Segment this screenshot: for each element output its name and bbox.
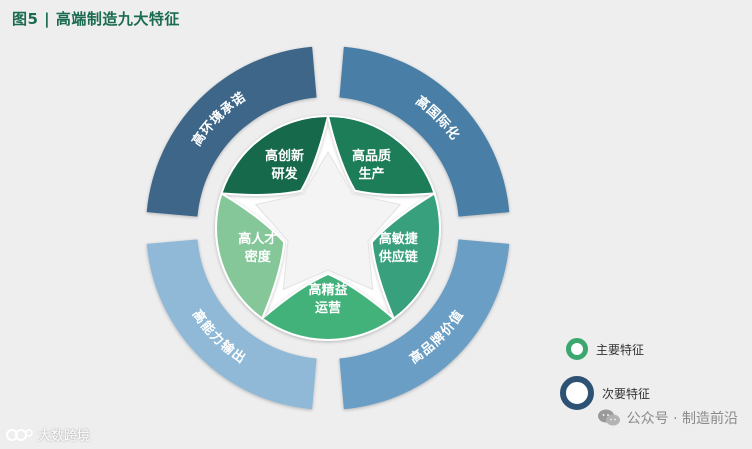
star-label-2-line1: 高品质: [352, 148, 391, 164]
star-label-1-line1: 高创新: [265, 148, 304, 164]
star-segment-2: [326, 114, 436, 196]
ring-segment-3: [339, 239, 510, 410]
star-label-5-line2: 密度: [244, 249, 272, 265]
ring-segment-1: [146, 46, 317, 217]
wechat-watermark: 公众号 · 制造前沿: [597, 408, 738, 428]
star-segment-4: [260, 272, 396, 341]
figure-title: 图5 | 高端制造九大特征: [12, 10, 180, 28]
star-segment-3: [370, 191, 441, 321]
legend-secondary: 次要特征: [560, 376, 650, 410]
brand-watermark-text: 大数跨境: [38, 429, 91, 444]
star-label-5-line1: 高人才: [238, 231, 277, 247]
star-segment-5: [215, 191, 286, 321]
wechat-watermark-text: 公众号 · 制造前沿: [626, 411, 738, 427]
brand-watermark: 大数跨境: [6, 425, 90, 444]
legend-primary: 主要特征: [566, 338, 644, 360]
legend-primary-label: 主要特征: [596, 342, 645, 357]
legend-secondary-label: 次要特征: [602, 386, 651, 401]
ring-segment-2: [339, 46, 510, 217]
legend-primary-swatch: [566, 338, 588, 360]
star-segment-1: [220, 114, 330, 196]
star-label-4-line2: 运营: [315, 300, 341, 316]
brand-logo-icon: [6, 428, 33, 441]
star-label-3-line2: 供应链: [378, 249, 419, 265]
star-label-3-line1: 高敏捷: [379, 231, 419, 247]
center-star: [254, 151, 402, 291]
ring-segment-4: [146, 239, 317, 410]
star-label-2-line2: 生产: [358, 166, 384, 182]
legend-secondary-swatch: [560, 376, 594, 410]
star-label-1-line2: 研发: [272, 166, 299, 182]
star-label-4-line1: 高精益: [308, 282, 347, 298]
wechat-icon: [597, 409, 620, 426]
outer-ring: 高环境承诺高国际化高品牌价值高能力输出: [146, 46, 510, 410]
